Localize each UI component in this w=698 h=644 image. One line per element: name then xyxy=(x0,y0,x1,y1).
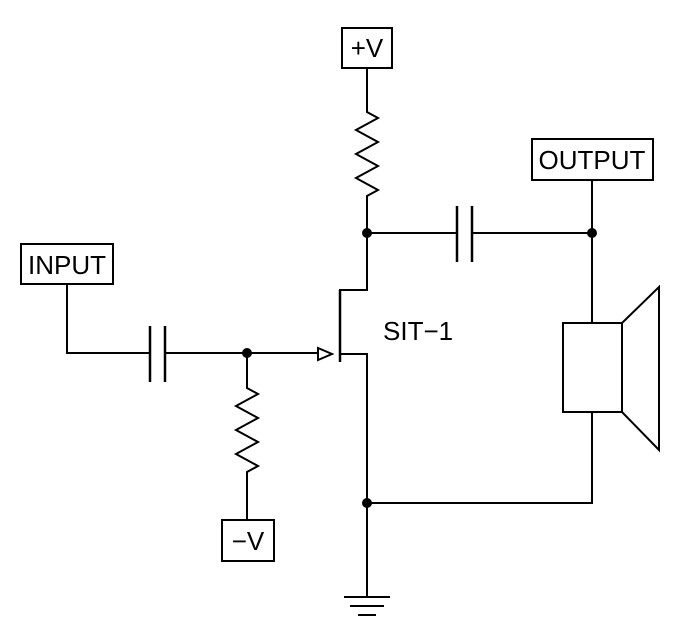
input-label: INPUT xyxy=(20,243,114,285)
output-coupling-capacitor xyxy=(455,206,474,262)
output-label: OUTPUT xyxy=(531,138,654,181)
speaker-icon xyxy=(562,284,660,453)
ground-icon xyxy=(344,596,390,616)
output-text: OUTPUT xyxy=(539,145,646,175)
minus-v-label: −V xyxy=(221,519,275,562)
plus-v-label: +V xyxy=(341,27,393,69)
source-node xyxy=(362,498,372,508)
transistor-label: SIT−1 xyxy=(383,316,453,346)
input-coupling-capacitor xyxy=(148,326,167,382)
plus-v-text: +V xyxy=(351,33,384,63)
speaker-return-wire xyxy=(366,411,593,504)
input-wire xyxy=(66,283,151,354)
transistor-sit xyxy=(317,289,368,362)
minus-v-text: −V xyxy=(232,526,265,556)
gate-resistor xyxy=(233,352,261,521)
input-text: INPUT xyxy=(28,250,106,280)
drain-resistor xyxy=(353,67,381,234)
